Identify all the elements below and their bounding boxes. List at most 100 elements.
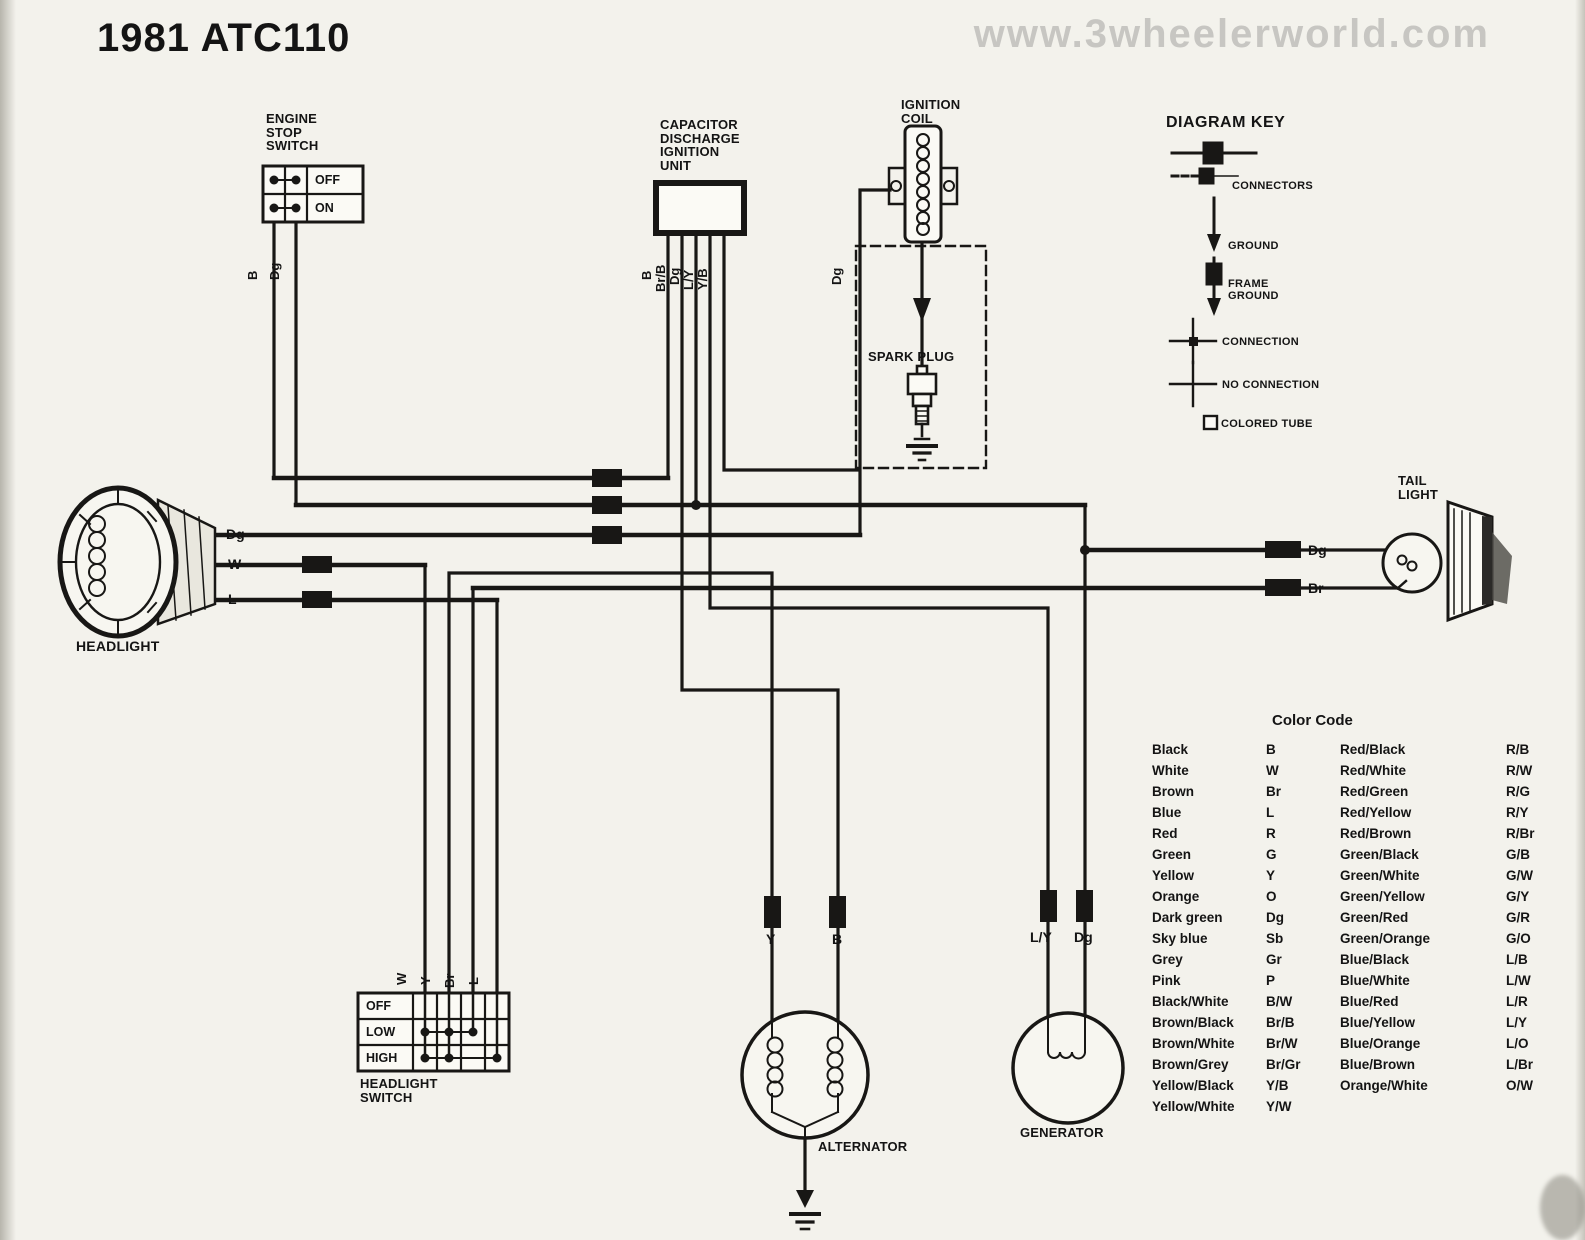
color-code: G/W [1506, 868, 1533, 883]
color-code-row: White W [1152, 763, 1301, 784]
engine-stop-position-off: OFF [315, 173, 340, 187]
color-name: Brown/White [1152, 1036, 1235, 1051]
color-code: Y [1266, 868, 1276, 883]
color-code-row: Green/Black G/B [1340, 847, 1535, 868]
color-code-row: Pink P [1152, 973, 1301, 994]
connector-blocks [302, 469, 1301, 928]
color-name: Sky blue [1152, 931, 1208, 946]
color-code-row: Black B [1152, 742, 1301, 763]
color-code: R/Br [1506, 826, 1535, 841]
color-code: Br/B [1266, 1015, 1295, 1030]
color-name: Brown [1152, 784, 1194, 799]
wire-label-gen-ly: L/Y [1030, 929, 1052, 945]
harness-branch-wires [272, 188, 1400, 1192]
junction-dots [691, 500, 1090, 555]
color-code: G/R [1506, 910, 1531, 925]
color-name: Black/White [1152, 994, 1229, 1009]
color-name: Yellow/Black [1152, 1078, 1234, 1093]
color-name: Yellow/White [1152, 1099, 1235, 1114]
color-name: Green/Yellow [1340, 889, 1425, 904]
color-code-row: Blue/Black L/B [1340, 952, 1535, 973]
color-code: L/Y [1506, 1015, 1528, 1030]
color-name: Orange [1152, 889, 1200, 904]
color-code: B [1266, 742, 1276, 757]
page-title: 1981 ATC110 [97, 16, 351, 60]
color-code-row: Brown Br [1152, 784, 1301, 805]
color-name: Blue/Red [1340, 994, 1399, 1009]
color-code-row: Red/Yellow R/Y [1340, 805, 1535, 826]
color-code: G/B [1506, 847, 1531, 862]
color-code-row: Brown/Grey Br/Gr [1152, 1057, 1301, 1078]
key-item-connectors: CONNECTORS [1232, 180, 1314, 192]
color-name: Yellow [1152, 868, 1195, 883]
color-name: Green/White [1340, 868, 1420, 883]
color-name: Grey [1152, 952, 1183, 967]
headlight-switch-label: HEADLIGHT SWITCH [360, 1076, 438, 1105]
switch-position-off: OFF [366, 999, 391, 1013]
scan-edge-right [1575, 0, 1585, 1240]
color-name: Blue/Yellow [1340, 1015, 1416, 1030]
color-code-row: Red/White R/W [1340, 763, 1535, 784]
generator-drawing [1011, 1011, 1125, 1125]
scan-smudge [1540, 1175, 1585, 1240]
wire-label-cdi-b: B [639, 270, 654, 280]
color-code: R/Y [1506, 805, 1529, 820]
key-item-no-connection: NO CONNECTION [1222, 379, 1320, 391]
color-code: O [1266, 889, 1277, 904]
engine-stop-switch-label: ENGINE STOP SWITCH [266, 111, 319, 153]
color-name: Blue [1152, 805, 1182, 820]
color-code-row: Blue L [1152, 805, 1301, 826]
wire-label-switch-y: Y [418, 976, 433, 985]
color-name: White [1152, 763, 1189, 778]
color-name: Red/Black [1340, 742, 1406, 757]
color-code: L/O [1506, 1036, 1529, 1051]
cdi-unit-label: CAPACITOR DISCHARGE IGNITION UNIT [660, 117, 740, 173]
color-code: O/W [1506, 1078, 1533, 1093]
color-code: L/B [1506, 952, 1528, 967]
key-item-ground: GROUND [1228, 240, 1279, 252]
color-code-row: Blue/Orange L/O [1340, 1036, 1535, 1057]
color-code-row: Green/White G/W [1340, 868, 1535, 889]
switch-position-high: HIGH [366, 1051, 398, 1065]
color-code: Br/W [1266, 1036, 1298, 1051]
ignition-coil-drawing [887, 124, 959, 322]
color-name: Dark green [1152, 910, 1223, 925]
color-code-row: Blue/Red L/R [1340, 994, 1535, 1015]
spark-plug-label: SPARK PLUG [868, 349, 955, 364]
color-code: L/R [1506, 994, 1528, 1009]
color-name: Blue/Black [1340, 952, 1410, 967]
harness-bus-wires [210, 475, 1268, 603]
color-name: Pink [1152, 973, 1181, 988]
color-code-row: Grey Gr [1152, 952, 1301, 973]
wire-label-headlight-dg: Dg [226, 526, 245, 542]
wire-label-alt-y: Y [766, 931, 776, 947]
color-name: Brown/Grey [1152, 1057, 1229, 1072]
color-name: Orange/White [1340, 1078, 1428, 1093]
color-code: Br/Gr [1266, 1057, 1301, 1072]
color-code: G/Y [1506, 889, 1530, 904]
color-name: Green [1152, 847, 1192, 862]
color-code: B/W [1266, 994, 1293, 1009]
color-code: R [1266, 826, 1276, 841]
color-code-left-column: Black B White W Brown Br Blue L Red R Gr… [1152, 742, 1301, 1120]
color-name: Brown/Black [1152, 1015, 1234, 1030]
color-name: Black [1152, 742, 1189, 757]
color-code: L [1266, 805, 1275, 820]
color-code: L/Br [1506, 1057, 1533, 1072]
wire-label-switch-w: W [394, 972, 409, 985]
headlight-drawing [57, 485, 217, 639]
color-code-row: Dark green Dg [1152, 910, 1301, 931]
color-code: R/W [1506, 763, 1533, 778]
wire-label-stop-dg: Dg [267, 262, 282, 280]
color-code: Sb [1266, 931, 1284, 946]
color-name: Red [1152, 826, 1178, 841]
color-code: R/G [1506, 784, 1531, 799]
color-code-row: Green/Orange G/O [1340, 931, 1535, 952]
color-code-row: Yellow Y [1152, 868, 1301, 889]
color-name: Red/White [1340, 763, 1406, 778]
color-code-row: Blue/Brown L/Br [1340, 1057, 1535, 1078]
cdi-unit-box [653, 180, 747, 236]
color-code: Br [1266, 784, 1282, 799]
tail-light-drawing [1381, 499, 1512, 623]
color-code-row: Red R [1152, 826, 1301, 847]
